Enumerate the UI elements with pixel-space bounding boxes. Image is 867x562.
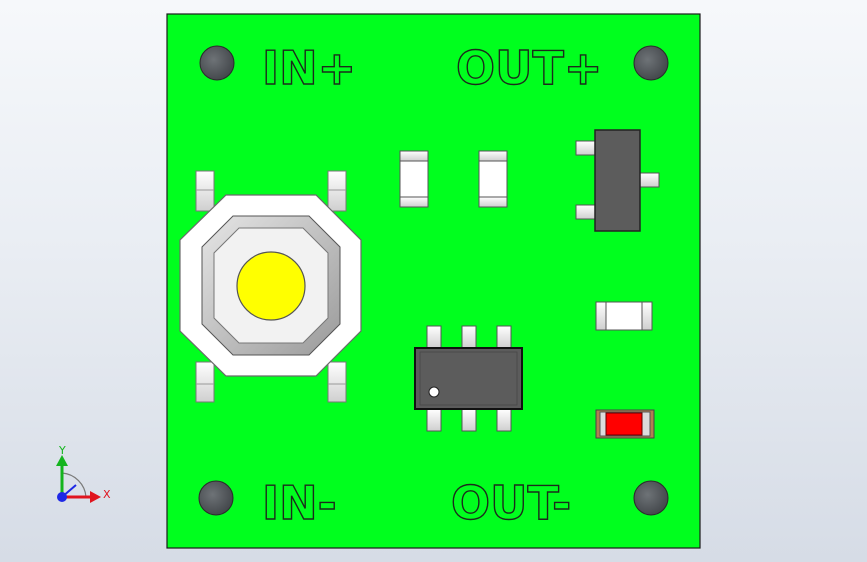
switch-leg <box>327 170 347 212</box>
sot23-6-ic[interactable] <box>414 325 523 432</box>
label-in-plus: IN+ <box>262 41 356 95</box>
switch-leg <box>195 361 215 403</box>
switch-cap[interactable] <box>236 251 306 321</box>
label-in-minus: IN- <box>262 476 337 530</box>
pin1-marker <box>428 386 440 398</box>
smd-capacitor[interactable] <box>595 301 653 331</box>
mounting-hole-top-right[interactable] <box>633 45 669 81</box>
label-out-plus: OUT+ <box>456 41 602 95</box>
mounting-hole-top-left[interactable] <box>199 45 235 81</box>
smd-resistor-1[interactable] <box>399 150 429 208</box>
label-out-minus: OUT- <box>451 476 571 530</box>
axis-triad[interactable]: X Y <box>56 444 111 503</box>
smd-resistor-2[interactable] <box>478 150 508 208</box>
y-axis-label: Y <box>58 444 66 457</box>
sot23-transistor[interactable] <box>575 129 660 232</box>
smd-led[interactable] <box>595 409 655 439</box>
mounting-hole-bottom-right[interactable] <box>633 480 669 516</box>
switch-leg <box>327 361 347 403</box>
z-axis-origin <box>57 492 67 502</box>
mounting-hole-bottom-left[interactable] <box>198 480 234 516</box>
x-axis-label: X <box>103 488 111 501</box>
tactile-switch[interactable] <box>179 170 362 403</box>
switch-leg <box>195 170 215 212</box>
mounting-holes <box>198 45 669 516</box>
